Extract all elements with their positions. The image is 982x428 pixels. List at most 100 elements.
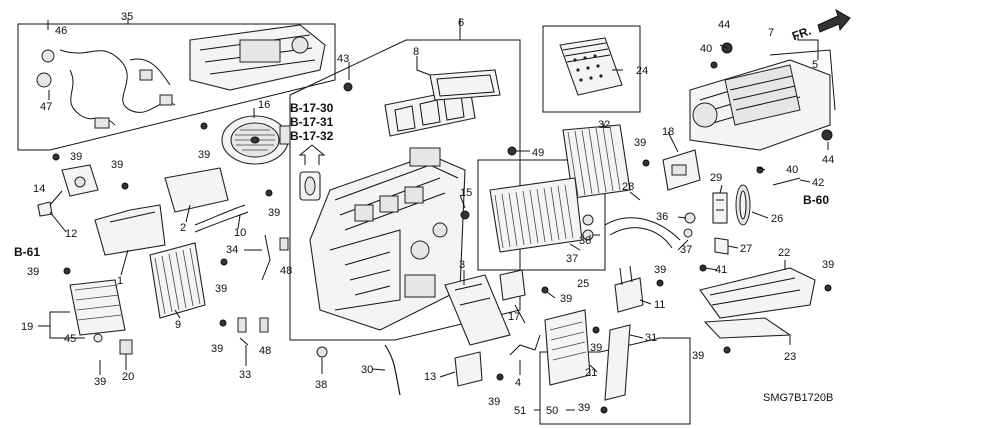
- callout-51: 51: [514, 405, 526, 417]
- callout-43: 43: [337, 53, 349, 65]
- connector-14: [37, 201, 53, 217]
- callout-36: 36: [656, 211, 668, 223]
- duct-1: [94, 204, 166, 256]
- panel-21: [544, 309, 591, 386]
- hvac-case-6: [309, 147, 466, 331]
- pipe-4: [509, 334, 541, 356]
- callout-42: 42: [812, 177, 824, 189]
- drain-hose-30: [384, 344, 401, 396]
- callout-48-b: 48: [259, 345, 271, 357]
- callout-33: 33: [239, 369, 251, 381]
- callout-24: 24: [636, 65, 648, 77]
- callout-39-d: 39: [692, 350, 704, 362]
- pipe-28: [604, 212, 696, 249]
- frame-24: [542, 25, 641, 113]
- evaporator-25: [489, 177, 594, 253]
- blower-motor-16: [221, 115, 291, 165]
- frame-35: [17, 23, 336, 151]
- duct-3: [444, 274, 511, 346]
- callout-10: 10: [234, 227, 246, 239]
- sensor-34: [261, 234, 289, 281]
- callout-41: 41: [715, 264, 727, 276]
- callout-4: 4: [515, 377, 521, 389]
- callout-2: 2: [180, 222, 186, 234]
- callout-46: 46: [55, 25, 67, 37]
- callout-25: 25: [577, 278, 589, 290]
- callout-34: 34: [226, 244, 238, 256]
- front-label: FR.: [790, 24, 813, 44]
- wire-harness-35: [36, 49, 176, 129]
- callout-13: 13: [424, 371, 436, 383]
- callout-21: 21: [585, 367, 597, 379]
- callout-11: 11: [654, 299, 665, 311]
- callout-26: 26: [771, 213, 783, 225]
- callout-18: 18: [662, 126, 674, 138]
- part-20: [119, 339, 133, 355]
- callout-22: 22: [778, 247, 790, 259]
- callout-1: 1: [117, 275, 123, 287]
- ref-b1732: B-17-32: [290, 129, 334, 143]
- callout-48-a: 48: [280, 265, 292, 277]
- clip-27: [714, 237, 729, 255]
- callout-39-o: 39: [94, 376, 106, 388]
- callout-39-p: 39: [211, 343, 223, 355]
- callout-39-b: 39: [634, 137, 646, 149]
- callout-35: 35: [121, 11, 133, 23]
- fastener-38: [316, 346, 328, 358]
- callout-20: 20: [122, 371, 134, 383]
- bolt-42: [772, 177, 801, 186]
- frame-51: [539, 337, 691, 425]
- callout-37-a: 37: [680, 244, 692, 256]
- callout-39-i: 39: [578, 402, 590, 414]
- callout-38: 38: [315, 379, 327, 391]
- callout-39-c: 39: [822, 259, 834, 271]
- callout-17: 17: [508, 311, 520, 323]
- duct-22: [699, 267, 816, 319]
- callout-37-b: 37: [566, 253, 578, 265]
- ref-b1730: B-17-30: [290, 101, 334, 115]
- callout-39-g: 39: [560, 293, 572, 305]
- callout-6: 6: [458, 17, 464, 29]
- callout-39-j: 39: [70, 151, 82, 163]
- grommet-45: [93, 333, 103, 343]
- filter-frame-8: [384, 69, 501, 137]
- callout-30: 30: [361, 364, 373, 376]
- duct-23: [703, 317, 792, 339]
- part-17: [499, 269, 526, 301]
- frame-25: [477, 159, 606, 271]
- callout-45: 45: [64, 333, 76, 345]
- callout-39-n: 39: [215, 283, 227, 295]
- ref-b1731: B-17-31: [290, 115, 334, 129]
- frame-6: [289, 39, 521, 341]
- leader-lines: [38, 18, 829, 411]
- actuator-18: [662, 149, 701, 191]
- ref-arrow: [298, 144, 326, 201]
- air-filter-24: [559, 37, 623, 96]
- callout-36-b: 36: [579, 235, 591, 247]
- heater-unit-upper-35: [189, 24, 326, 91]
- heater-core-9: [149, 242, 206, 319]
- gasket-26: [735, 184, 751, 226]
- callout-14: 14: [33, 183, 45, 195]
- callout-12: 12: [65, 228, 77, 240]
- callout-29: 29: [710, 172, 722, 184]
- callout-3: 3: [459, 259, 465, 271]
- callout-8: 8: [413, 46, 419, 58]
- core-32: [562, 124, 631, 199]
- callout-39-f: 39: [590, 342, 602, 354]
- callout-47: 47: [40, 101, 52, 113]
- valve-29: [712, 192, 728, 224]
- bolts-39: [52, 61, 832, 414]
- callout-15: 15: [460, 187, 472, 199]
- callout-44-a: 44: [718, 19, 730, 31]
- callout-40-a: 40: [700, 43, 712, 55]
- actuator-13: [454, 351, 483, 387]
- callout-39-a: 39: [198, 149, 210, 161]
- heater-case-7: [689, 42, 836, 151]
- callout-labels: 35 46 47 6 8 43 16 39 B-17-30 B-17-31 B-…: [14, 11, 834, 417]
- duct-2: [164, 167, 229, 213]
- pipe-10: [194, 204, 249, 233]
- front-arrow: [817, 8, 851, 33]
